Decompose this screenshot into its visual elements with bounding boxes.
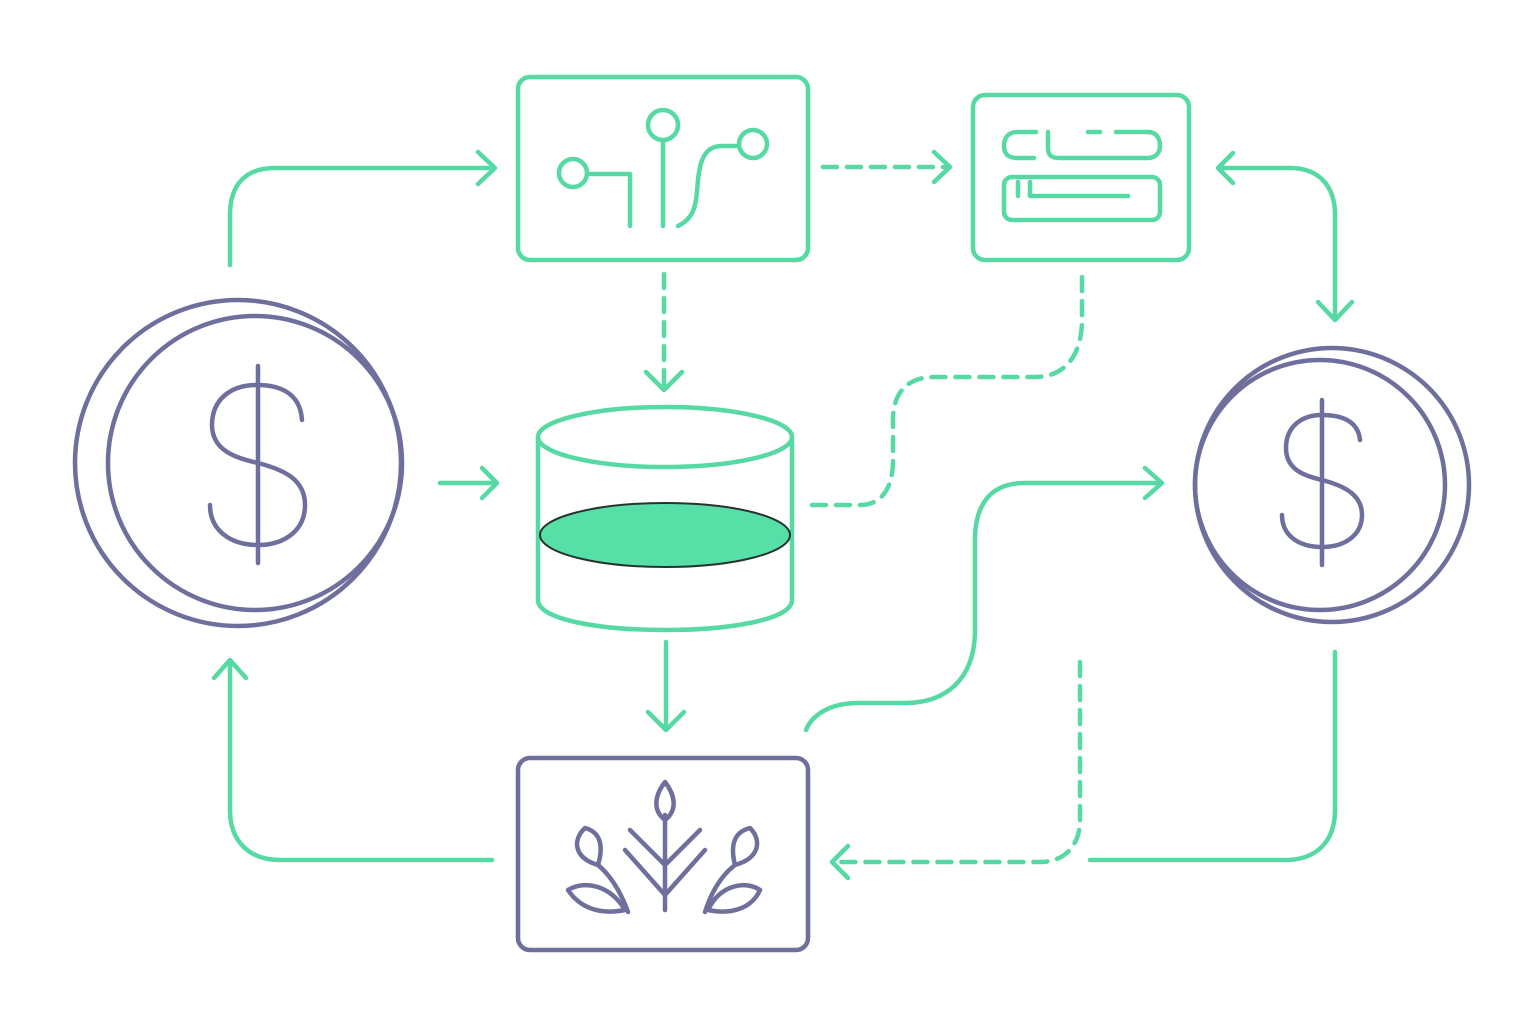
edge-coin-to-db xyxy=(437,465,500,501)
dollar-coin-left-icon xyxy=(72,297,405,629)
circuit-nodes-icon xyxy=(556,107,770,229)
ledger-box[interactable] xyxy=(970,92,1192,263)
plant-sprout-icon xyxy=(565,779,763,915)
edge-coin-to-growth-solid xyxy=(1087,649,1338,863)
edge-coin-to-growth-dashed xyxy=(832,659,1083,865)
dollar-coin-right-icon xyxy=(1192,345,1472,625)
edge-growth-to-coin xyxy=(803,465,1165,733)
network-box[interactable] xyxy=(515,74,811,263)
ledger-blocks-icon xyxy=(1001,129,1163,223)
connectors xyxy=(211,149,1355,881)
edge-db-to-growth xyxy=(645,639,687,733)
growth-box[interactable] xyxy=(515,755,811,953)
edge-db-to-ledger xyxy=(809,269,1085,508)
database-cylinder-icon[interactable] xyxy=(535,404,795,633)
edge-ledger-coin xyxy=(1215,150,1355,323)
edge-growth-to-coin-left xyxy=(211,657,495,863)
edge-coin-to-network xyxy=(227,149,498,268)
